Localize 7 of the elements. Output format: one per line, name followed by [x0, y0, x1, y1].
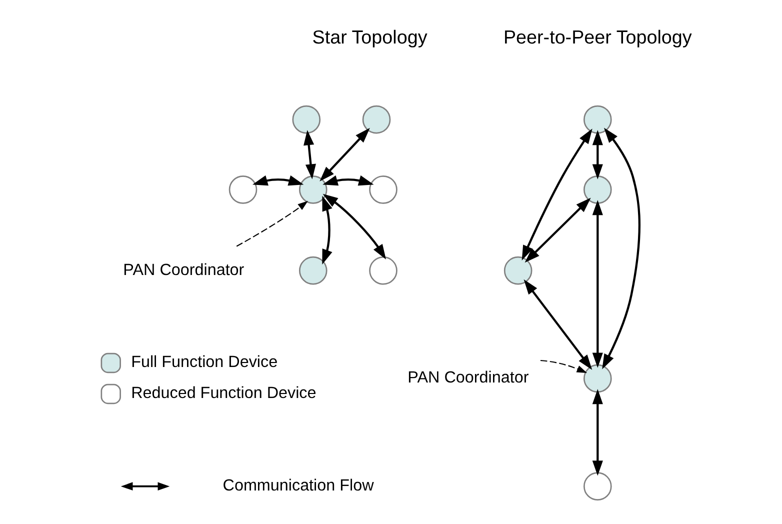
label: Star Topology — [312, 26, 428, 48]
node-text: PAN Coordinator — [123, 260, 244, 278]
label: Peer-to-Peer Topology — [503, 26, 692, 48]
legend-label: Reduced Function Device — [131, 384, 316, 402]
legend-label: Full Function Device — [131, 352, 278, 371]
node-text: PAN Coordinator — [408, 368, 529, 386]
legend-label: Communication Flow — [222, 476, 374, 494]
